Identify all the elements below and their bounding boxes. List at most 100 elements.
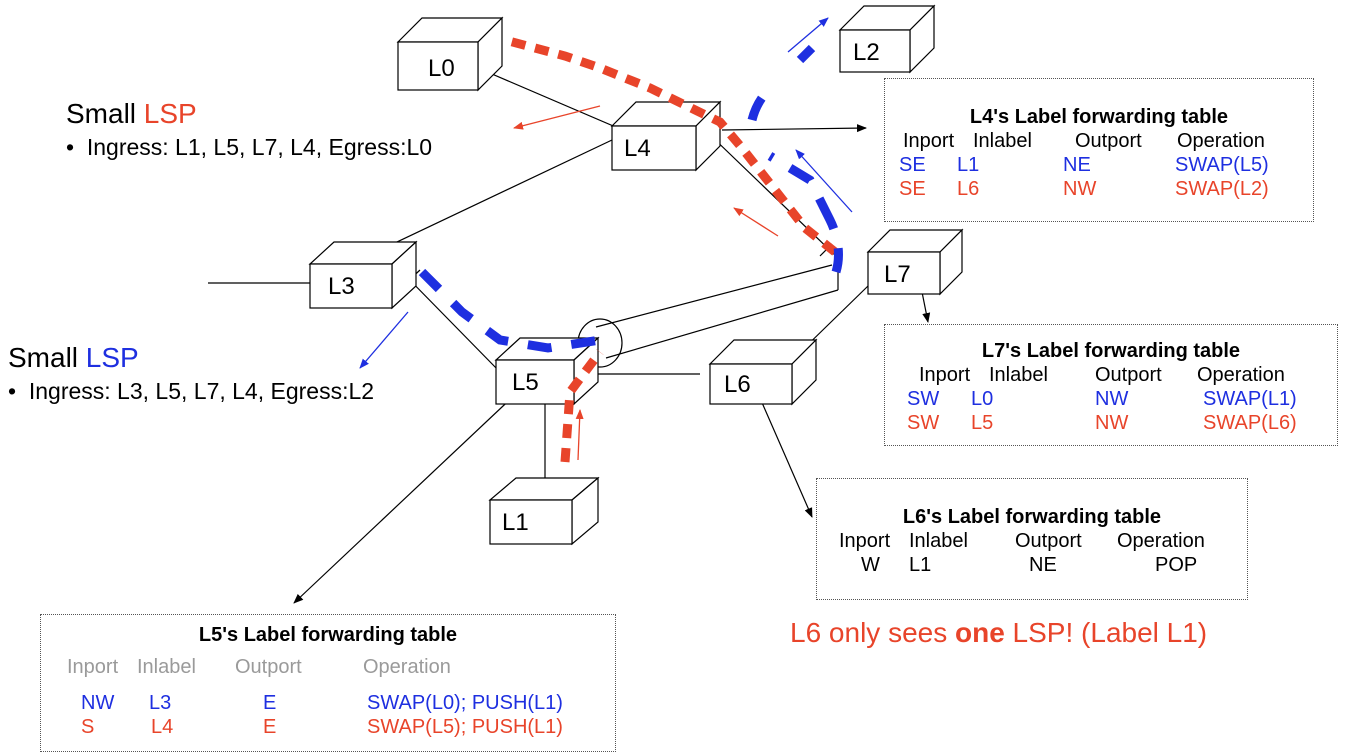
blue-lsp-prefix: Small — [8, 342, 86, 373]
red-direction-arrow-mid — [733, 207, 779, 237]
blue-direction-arrow-top — [787, 17, 829, 53]
l7-row1-operation: SWAP(L1) — [1203, 388, 1297, 410]
router-label-l6: L6 — [724, 371, 751, 398]
router-label-l1: L1 — [502, 509, 529, 536]
l6-row1-inlabel: L1 — [909, 554, 932, 576]
l5-row1-operation: SWAP(L0); PUSH(L1) — [367, 692, 563, 714]
red-lsp-word: LSP — [143, 98, 197, 129]
l6-table-row-1: W L1 NE POP — [817, 553, 1247, 577]
router-l3: L3 — [308, 240, 418, 310]
link-l3-l5 — [399, 269, 501, 373]
l7-table-title: L7's Label forwarding table — [981, 340, 1241, 362]
l5-table-row-2: S L4 E SWAP(L5); PUSH(L1) — [41, 715, 615, 739]
l4-header-outport: Outport — [1075, 130, 1142, 152]
l5-row1-inlabel: L3 — [149, 692, 172, 714]
l4-row1-inport: SE — [899, 154, 926, 176]
l4-table-row-1: SE L1 NE SWAP(L5) — [885, 153, 1313, 177]
l7-row1-inport: SW — [907, 388, 940, 410]
l6-header-outport: Outport — [1015, 530, 1082, 552]
l6-table-header: Inport Inlabel Outport Operation — [817, 529, 1247, 553]
l5-row1-outport: E — [263, 692, 277, 714]
tunnel-bottom — [605, 289, 839, 359]
l4-row2-operation: SWAP(L2) — [1175, 178, 1269, 200]
red-lsp-path — [503, 35, 838, 463]
l5-table-row-1: NW L3 E SWAP(L0); PUSH(L1) — [41, 691, 615, 715]
l5-row2-inlabel: L4 — [151, 716, 174, 738]
router-l4: L4 — [610, 100, 722, 172]
note-bold: one — [955, 617, 1005, 648]
l6-header-inlabel: Inlabel — [909, 530, 968, 552]
l5-header-inlabel: Inlabel — [137, 656, 196, 678]
red-direction-arrow-bottom — [575, 409, 584, 461]
l5-header-operation: Operation — [363, 656, 451, 678]
l7-header-inlabel: Inlabel — [989, 364, 1048, 386]
router-l1: L1 — [488, 476, 600, 546]
l5-row2-outport: E — [263, 716, 277, 738]
l5-forwarding-table: L5's Label forwarding table Inport Inlab… — [40, 614, 616, 752]
blue-direction-arrow-mid — [795, 149, 853, 213]
router-l5: L5 — [494, 336, 600, 406]
l7-forwarding-table: L7's Label forwarding table Inport Inlab… — [884, 324, 1338, 446]
blue-lsp-path-text: • Ingress: L3, L5, L7, L4, Egress:L2 — [8, 378, 375, 404]
l4-table-title: L4's Label forwarding table — [969, 106, 1229, 128]
l4-row1-operation: SWAP(L5) — [1175, 154, 1269, 176]
l7-table-row-2: SW L5 NW SWAP(L6) — [885, 411, 1337, 435]
l6-row1-inport: W — [861, 554, 880, 576]
l6-table-title: L6's Label forwarding table — [902, 506, 1162, 528]
red-lsp-path-text: • Ingress: L1, L5, L7, L4, Egress:L0 — [66, 134, 433, 160]
router-label-l4: L4 — [624, 135, 651, 162]
l4-row1-inlabel: L1 — [957, 154, 980, 176]
l6-header-operation: Operation — [1117, 530, 1205, 552]
l7-table-row-1: SW L0 NW SWAP(L1) — [885, 387, 1337, 411]
router-l7: L7 — [866, 228, 964, 296]
router-label-l3: L3 — [328, 273, 355, 300]
l4-header-inlabel: Inlabel — [973, 130, 1032, 152]
link-l3-l4 — [379, 139, 613, 251]
l5-row1-inport: NW — [81, 692, 115, 714]
link-l4-l7 — [704, 129, 839, 259]
l7-header-operation: Operation — [1197, 364, 1285, 386]
l7-row2-operation: SWAP(L6) — [1203, 412, 1297, 434]
pointer-l7-table — [921, 291, 931, 323]
l5-header-outport: Outport — [235, 656, 302, 678]
l4-table-row-2: SE L6 NW SWAP(L2) — [885, 177, 1313, 201]
router-l6: L6 — [708, 338, 818, 406]
blue-direction-arrow-left — [359, 311, 409, 369]
note-before: L6 only sees — [790, 617, 955, 648]
l4-row1-outport: NE — [1063, 154, 1091, 176]
router-label-l2: L2 — [853, 39, 880, 66]
l4-header-inport: Inport — [903, 130, 955, 152]
l4-table-header: Inport Inlabel Outport Operation — [885, 129, 1313, 153]
link-l0-l4 — [477, 67, 619, 129]
red-lsp-prefix: Small — [66, 98, 144, 129]
l5-table-header: Inport Inlabel Outport Operation — [41, 655, 615, 679]
red-direction-arrow-top — [513, 105, 601, 130]
l5-row2-inport: S — [81, 716, 95, 738]
l7-row2-outport: NW — [1095, 412, 1129, 434]
pointer-l4-table — [721, 124, 867, 133]
l6-row1-outport: NE — [1029, 554, 1057, 576]
l4-row2-inlabel: L6 — [957, 178, 980, 200]
l4-row2-inport: SE — [899, 178, 926, 200]
note-after: LSP! (Label L1) — [1004, 617, 1208, 648]
router-label-l0: L0 — [428, 55, 455, 82]
blue-lsp-word: LSP — [85, 342, 139, 373]
red-lsp-description: Small LSP • Ingress: L1, L5, L7, L4, Egr… — [66, 98, 432, 161]
l5-header-inport: Inport — [67, 656, 119, 678]
blue-lsp-description: Small LSP • Ingress: L3, L5, L7, L4, Egr… — [8, 342, 374, 405]
pointer-l6-table — [759, 397, 813, 518]
l6-forwarding-table: L6's Label forwarding table Inport Inlab… — [816, 478, 1248, 600]
router-label-l7: L7 — [884, 261, 911, 288]
blue-lsp-path — [418, 44, 843, 353]
l6-header-inport: Inport — [839, 530, 891, 552]
l7-row1-inlabel: L0 — [971, 388, 994, 410]
red-lsp-path-label: Ingress: L1, L5, L7, L4, Egress:L0 — [86, 134, 433, 160]
tunnel-top — [595, 264, 833, 328]
l4-header-operation: Operation — [1177, 130, 1265, 152]
l5-table-title: L5's Label forwarding table — [198, 624, 458, 646]
router-l0: L0 — [396, 16, 504, 92]
l4-forwarding-table: L4's Label forwarding table Inport Inlab… — [884, 78, 1314, 222]
pointer-l5-table — [293, 389, 521, 604]
l7-table-header: Inport Inlabel Outport Operation — [885, 363, 1337, 387]
